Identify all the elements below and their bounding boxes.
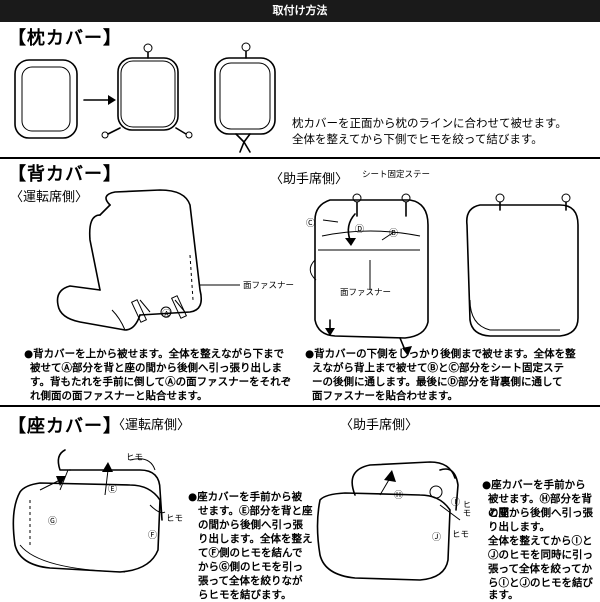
marker-e: Ⓔ <box>108 485 118 495</box>
seat-driver-line: の間から後側へ引っ張 <box>198 519 303 531</box>
seat-passenger-illustration <box>316 461 461 581</box>
pillow-instruction-line-2: 全体を整えてから下側でヒモを絞って結びます。 <box>292 132 543 146</box>
seat-stay-label: シート固定ステー <box>362 170 431 180</box>
seat-driver-line: てⒻ側のヒモを結んで <box>198 547 303 559</box>
pillow-heading: 【枕カバー】 <box>8 28 122 49</box>
back-passenger-illustration-back <box>465 193 579 337</box>
seat-passenger-line: ●座カバーを手前から <box>482 479 586 491</box>
seat-driver-label: 〈運転席側〉 <box>112 418 191 433</box>
pillow-illustration-2 <box>101 43 193 139</box>
marker-d: Ⓓ <box>355 225 365 235</box>
back-passenger-label: 〈助手席側〉 <box>270 172 349 187</box>
back-passenger-line: ーの後側に通します。最後にⒹ部分を背裏側に通して <box>312 376 563 388</box>
pillow-illustration-1 <box>14 59 78 139</box>
seat-driver-illustration <box>12 449 166 573</box>
marker-b: Ⓑ <box>389 229 399 239</box>
seat-driver-line: らヒモを結びます。 <box>198 589 292 601</box>
back-driver-illustration <box>56 189 240 331</box>
seat-heading: 【座カバー】 <box>8 416 122 437</box>
himo-label: ヒモ <box>126 453 144 463</box>
marker-j: Ⓙ <box>432 533 442 543</box>
back-driver-line: ●背カバーを上から被せます。全体を整えながら下まで <box>24 348 285 360</box>
seat-driver-line: からⒼ側のヒモを引っ <box>198 561 303 573</box>
back-passenger-line: えながら背上まで被せてⒷとⒸ部分をシート固定ステ <box>312 362 564 374</box>
back-passenger-line: ●背カバーの下側をしっかり後側まで被せます。全体を整 <box>305 348 576 360</box>
seat-passenger-line: ます。 <box>488 589 519 601</box>
section-divider <box>0 157 600 159</box>
fastener-label-driver: 面ファスナー <box>243 281 295 291</box>
seat-driver-line: せます。Ⓔ部分を背と座 <box>198 505 313 517</box>
seat-passenger-line: 全体を整えてからⒾと <box>488 535 593 547</box>
marker-a: Ⓐ <box>162 310 172 320</box>
back-driver-line: す。背もたれを手前に倒してⒶの面ファスナーをそれぞ <box>30 376 292 388</box>
back-passenger-line: 面ファスナーを貼合わせます。 <box>312 390 458 402</box>
seat-driver-line: ●座カバーを手前から被 <box>188 491 303 503</box>
seat-passenger-line: 被せます。Ⓗ部分を背と座 <box>488 493 592 519</box>
himo-label: ヒモ <box>166 514 184 524</box>
himo-label: ヒモ <box>461 500 471 517</box>
marker-g: Ⓖ <box>48 517 58 527</box>
marker-c: Ⓒ <box>306 219 316 229</box>
marker-h: Ⓗ <box>394 491 404 501</box>
arrow-icon <box>83 95 116 105</box>
back-driver-line: れ側面の面ファスナーと貼合せます。 <box>30 390 208 402</box>
back-heading: 【背カバー】 <box>8 164 122 185</box>
seat-passenger-line: の間から後側へ引っ張 <box>488 507 593 519</box>
back-driver-line: 被せてⒶ部分を背と座の間から後側へ引っ張り出しま <box>30 362 282 374</box>
page-title: 取付け方法 <box>0 0 600 22</box>
fastener-label-passenger: 面ファスナー <box>340 288 392 298</box>
himo-label: ヒモ <box>452 530 470 540</box>
pillow-instruction-line-1: 枕カバーを正面から枕のラインに合わせて被せます。 <box>292 116 567 130</box>
seat-passenger-line: り出します。 <box>488 521 550 533</box>
back-passenger-illustration-front <box>309 193 429 356</box>
seat-passenger-line: らⒾとⒿのヒモを結び <box>488 577 593 589</box>
back-driver-label: 〈運転席側〉 <box>10 190 89 205</box>
marker-f: Ⓕ <box>148 531 158 541</box>
seat-driver-line: 張って全体を絞りなが <box>198 575 303 587</box>
section-divider <box>0 405 600 407</box>
seat-passenger-line: 張って全体を絞ってか <box>488 563 592 575</box>
marker-i: Ⓘ <box>451 498 461 508</box>
seat-driver-line: り出します。全体を整え <box>198 533 313 545</box>
seat-passenger-line: Ⓙのヒモを同時に引っ <box>488 549 593 561</box>
seat-passenger-label: 〈助手席側〉 <box>340 418 419 433</box>
pillow-illustration-3 <box>214 42 276 153</box>
